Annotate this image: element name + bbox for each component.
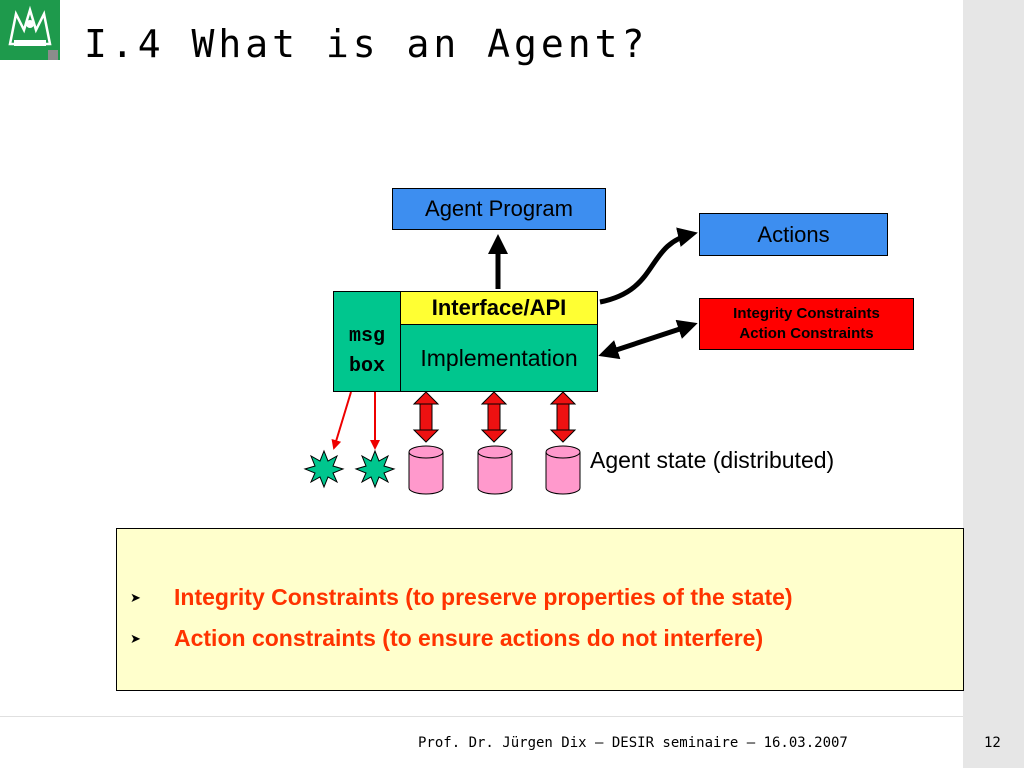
actions-label: Actions bbox=[757, 221, 830, 247]
footer-divider bbox=[0, 716, 963, 717]
bullet-list: ➤ Integrity Constraints (to preserve pro… bbox=[117, 577, 963, 659]
interface-api-box: Interface/API bbox=[400, 291, 598, 325]
msg-box-line2: box bbox=[348, 354, 385, 378]
arrow-implementation-constraints bbox=[598, 319, 698, 360]
action-constraints-label: Action Constraints bbox=[739, 325, 874, 342]
arrow-bullet-icon: ➤ bbox=[130, 631, 141, 646]
constraints-note-box: ➤ Integrity Constraints (to preserve pro… bbox=[116, 528, 964, 691]
message-burst-icon bbox=[354, 449, 396, 489]
slide-title: I.4 What is an Agent? bbox=[84, 22, 649, 66]
actions-box: Actions bbox=[699, 213, 888, 256]
msg-box: msg box bbox=[333, 291, 401, 392]
state-link-arrow bbox=[549, 391, 577, 443]
page-number: 12 bbox=[984, 735, 1001, 751]
crest-icon bbox=[8, 5, 52, 46]
state-cylinder bbox=[408, 445, 444, 495]
agent-program-label: Agent Program bbox=[425, 196, 573, 221]
agent-diagram-lines bbox=[303, 227, 698, 495]
footer-text: Prof. Dr. Jürgen Dix – DESIR seminaire –… bbox=[418, 735, 848, 751]
arrow-bullet-icon: ➤ bbox=[130, 590, 141, 605]
arrow-to-actions bbox=[599, 227, 698, 305]
bullet-text: Action constraints (to ensure actions do… bbox=[174, 625, 764, 651]
state-cylinder bbox=[477, 445, 513, 495]
right-margin-band bbox=[963, 0, 1024, 768]
logo-accent-square bbox=[48, 50, 58, 60]
message-burst-icon bbox=[303, 449, 345, 489]
state-link-arrow bbox=[480, 391, 508, 443]
constraints-box: Integrity Constraints Action Constraints bbox=[699, 298, 914, 350]
agent-state-label: Agent state (distributed) bbox=[590, 447, 835, 473]
bullet-text: Integrity Constraints (to preserve prope… bbox=[174, 584, 793, 610]
state-link-arrow bbox=[412, 391, 440, 443]
bullet-item: ➤ Action constraints (to ensure actions … bbox=[117, 618, 963, 659]
implementation-box: Implementation bbox=[400, 324, 598, 392]
state-cylinder bbox=[545, 445, 581, 495]
interface-api-label: Interface/API bbox=[431, 295, 567, 320]
integrity-constraints-label: Integrity Constraints bbox=[733, 304, 880, 322]
msg-box-line1: msg bbox=[348, 324, 385, 348]
state-cylinders bbox=[408, 445, 581, 495]
state-link-arrows bbox=[412, 391, 577, 443]
agent-program-box: Agent Program bbox=[392, 188, 606, 230]
msg-arrow-left bbox=[331, 391, 352, 450]
implementation-label: Implementation bbox=[420, 344, 578, 371]
bullet-item: ➤ Integrity Constraints (to preserve pro… bbox=[117, 577, 963, 618]
university-logo bbox=[0, 0, 60, 60]
message-bursts bbox=[303, 449, 396, 489]
